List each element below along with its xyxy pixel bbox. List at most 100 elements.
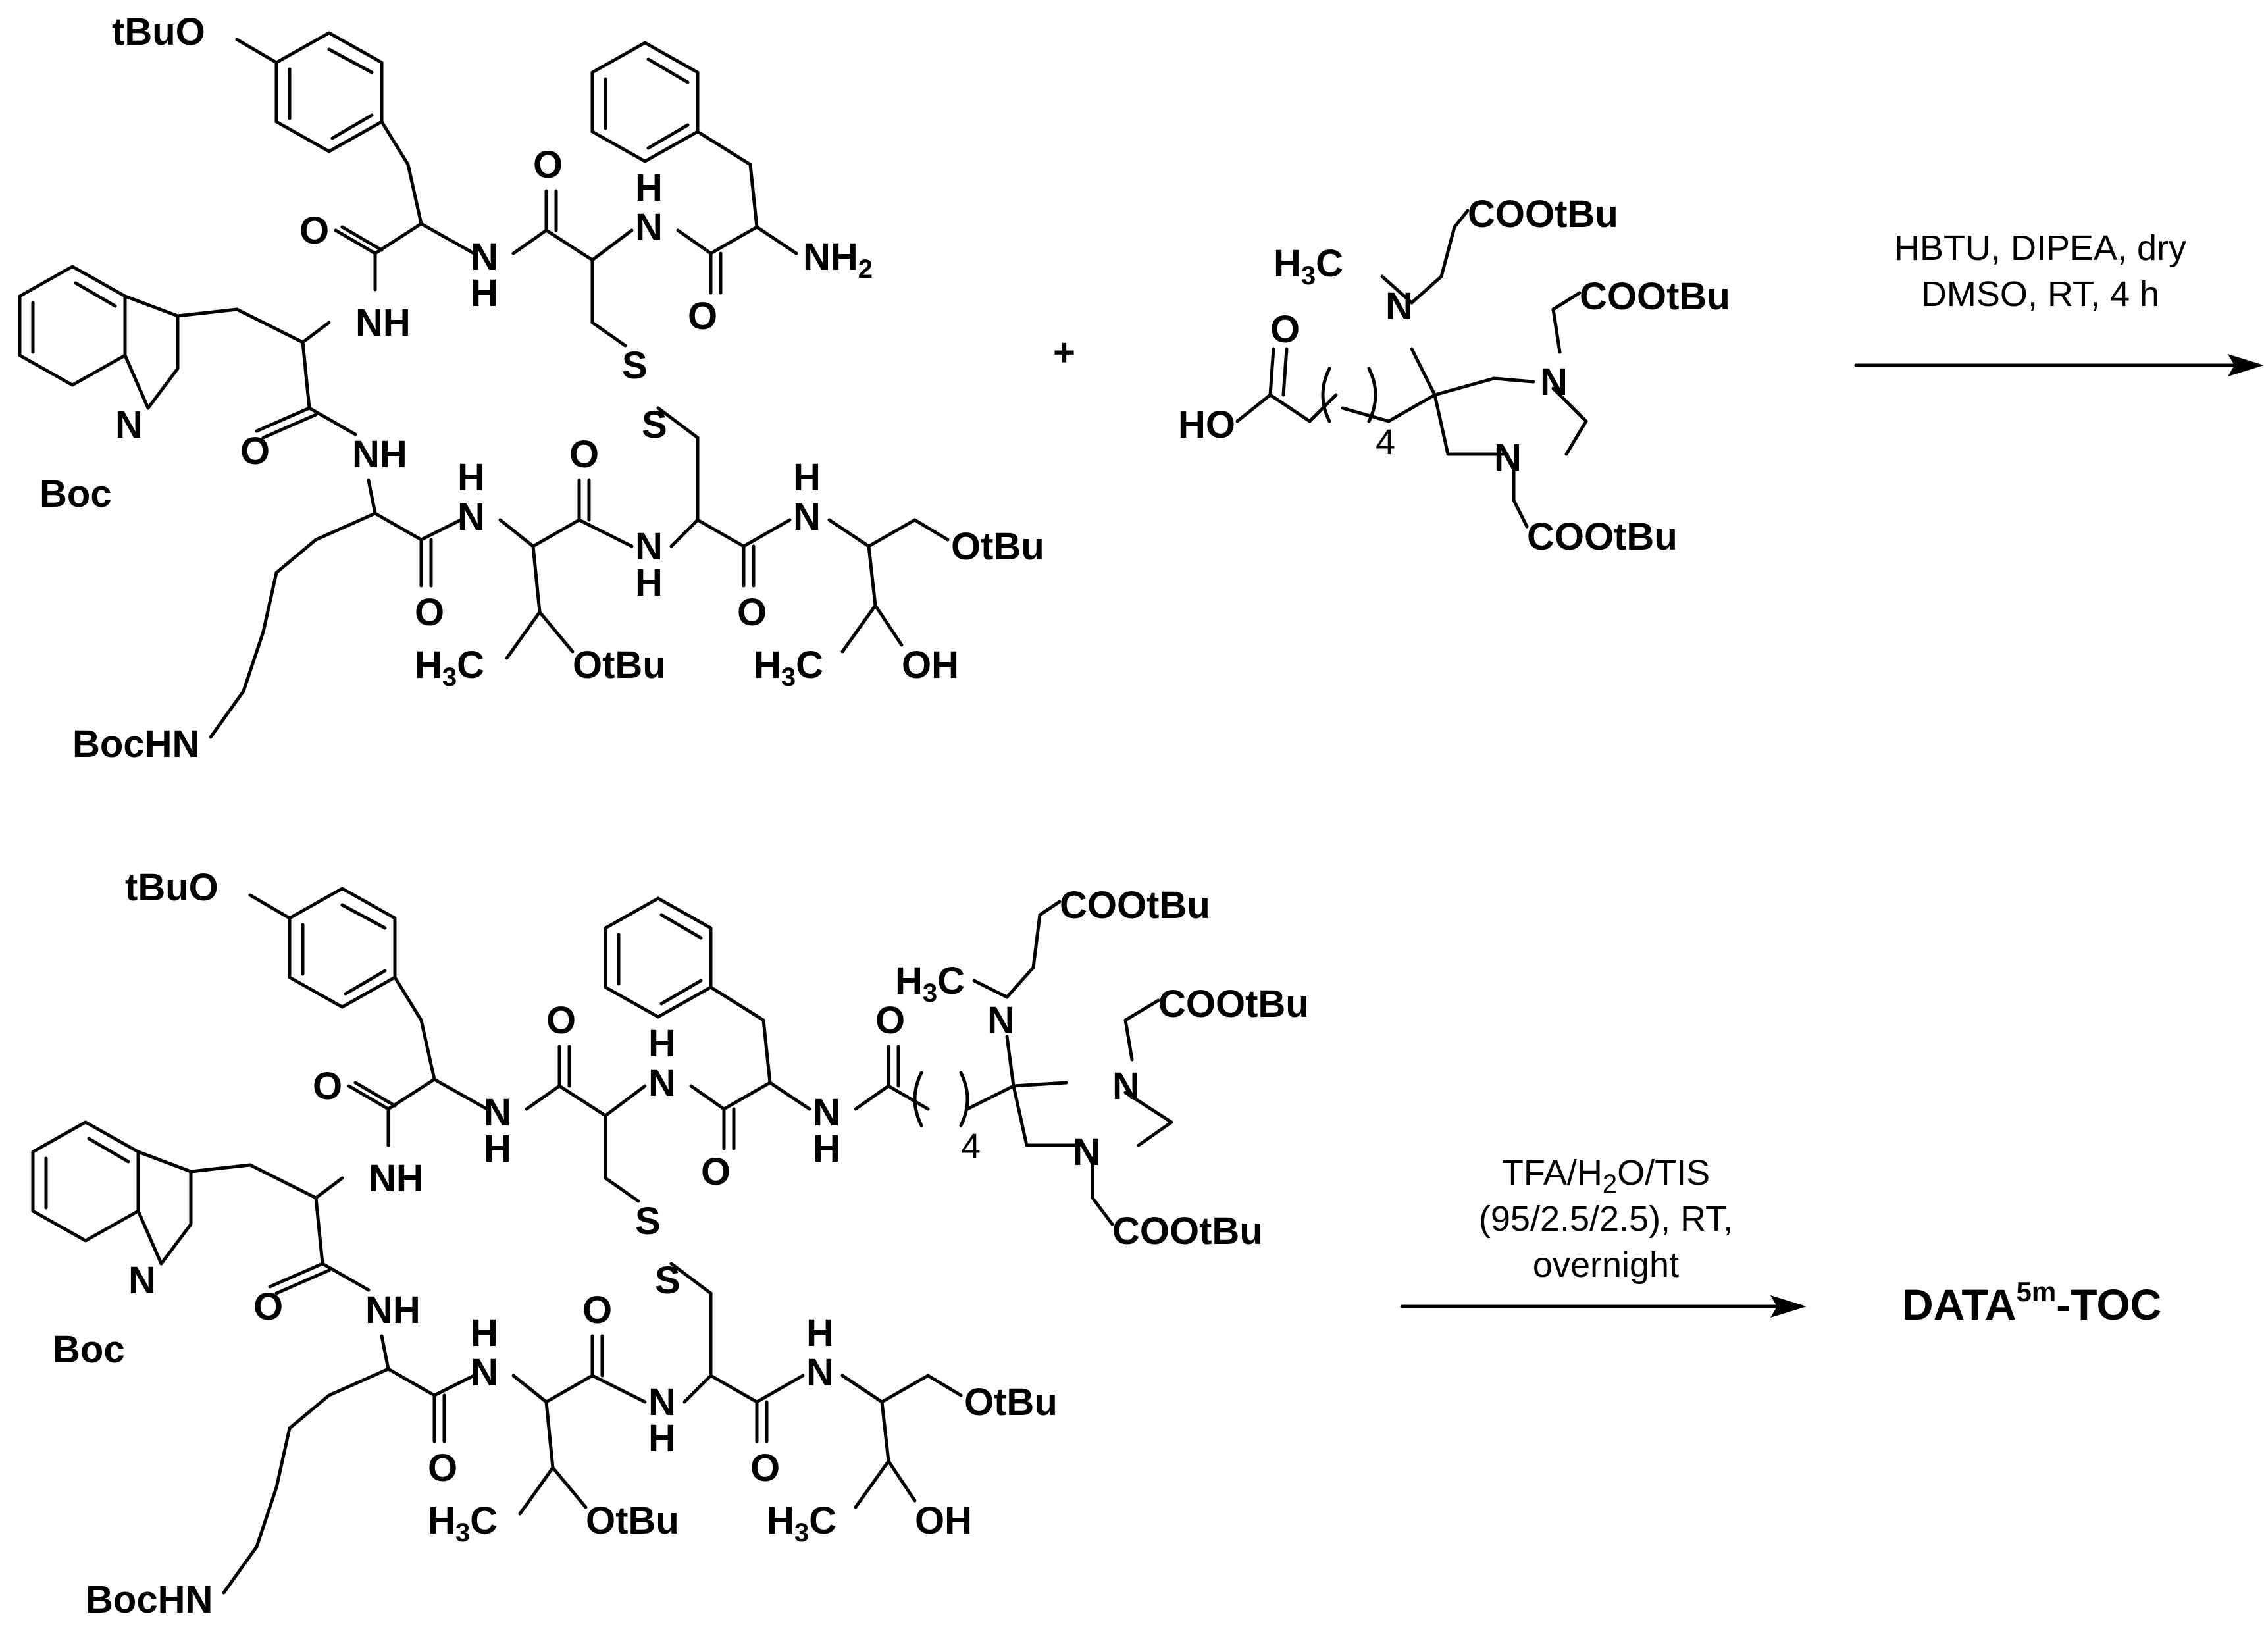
amine-n-label: N xyxy=(987,999,1015,1042)
cootbu-label: COOtBu xyxy=(1112,1210,1263,1252)
oh-label: OH xyxy=(915,1499,972,1542)
indole-pyrrole-ring xyxy=(123,294,180,410)
conditions-2-line-2: (95/2.5/2.5), RT, xyxy=(1479,1199,1733,1239)
plus-sign: + xyxy=(1053,331,1075,374)
reaction-1: HBTU, DIPEA, dry DMSO, RT, 4 h xyxy=(1854,228,2264,376)
nh2-label: NH2 xyxy=(803,236,873,284)
product-name: DATA5m-TOC xyxy=(1902,1276,2161,1329)
indole-pyrrole-ring xyxy=(136,1150,193,1266)
amide-h-label: H xyxy=(648,1022,676,1065)
cootbu-label: COOtBu xyxy=(1060,884,1210,927)
boc-label: Boc xyxy=(53,1328,125,1371)
carbonyl-o-label: O xyxy=(533,143,563,186)
cootbu-label: COOtBu xyxy=(1527,515,1678,558)
tbuo-label: tBuO xyxy=(125,866,219,909)
cootbu-label: COOtBu xyxy=(1580,275,1730,318)
h3c-label: H3C xyxy=(754,644,823,692)
indole-n-label: N xyxy=(128,1259,156,1302)
amide-h-label: H xyxy=(484,1127,511,1170)
h3c-label: H3C xyxy=(1274,242,1343,290)
tbuo-label: tBuO xyxy=(112,11,205,53)
conditions-1-line-1: HBTU, DIPEA, dry xyxy=(1894,228,2186,268)
amide-h-label: H xyxy=(793,456,821,499)
reactant-peptide-labels: tBuO O N H O H N O NH2 S S NH N Boc O NH… xyxy=(39,11,1044,765)
cootbu-label: COOtBu xyxy=(1468,193,1618,236)
h3c-label: H3C xyxy=(767,1499,836,1547)
sulfur-label: S xyxy=(655,1259,681,1302)
amide-n-label: N xyxy=(648,1062,676,1104)
amide-nh-label: NH xyxy=(352,433,407,476)
otbu-label: OtBu xyxy=(964,1381,1058,1424)
amide-h-label: H xyxy=(471,1312,498,1355)
amide-h-label: H xyxy=(635,561,663,604)
carbonyl-o-label: O xyxy=(688,295,717,338)
carbonyl-o-label: O xyxy=(737,591,767,634)
amide-h-label: H xyxy=(806,1312,834,1355)
amide-h-label: H xyxy=(457,456,485,499)
arrowhead-1 xyxy=(2228,354,2264,376)
carbonyl-o-label: O xyxy=(313,1065,342,1108)
amide-nh-label: NH xyxy=(365,1289,421,1331)
chain-count-4: 4 xyxy=(961,1127,981,1166)
reactant-chelator xyxy=(1235,209,1588,529)
amide-h-label: H xyxy=(648,1417,676,1460)
conditions-2-line-3: overnight xyxy=(1533,1245,1679,1285)
phenylalanine-ring xyxy=(604,896,713,1019)
otbu-label: OtBu xyxy=(951,525,1044,568)
reaction-2: TFA/H2O/TIS (95/2.5/2.5), RT, overnight xyxy=(1400,1153,1807,1318)
ring-n-label: N xyxy=(1112,1065,1140,1108)
conditions-2-line-1: TFA/H2O/TIS xyxy=(1502,1153,1710,1199)
carbonyl-o-label: O xyxy=(428,1447,457,1489)
amide-n-label: N xyxy=(471,236,498,278)
amide-n-label: N xyxy=(484,1091,511,1134)
cootbu-label: COOtBu xyxy=(1158,983,1309,1025)
indole-benzene-ring xyxy=(31,1120,140,1243)
amide-n-label: N xyxy=(471,1351,498,1394)
phenylalanine-ring xyxy=(590,41,700,163)
amide-n-label: N xyxy=(648,1381,676,1424)
indole-n-label: N xyxy=(115,403,143,446)
chain-count-4: 4 xyxy=(1376,423,1395,462)
amide-n-label: N xyxy=(813,1091,840,1134)
carbonyl-o-label: O xyxy=(569,433,599,476)
boc-label: Boc xyxy=(39,473,112,515)
amide-n-label: N xyxy=(635,525,663,568)
arrowhead-2 xyxy=(1770,1295,1807,1318)
carbonyl-o-label: O xyxy=(750,1447,780,1489)
amide-h-label: H xyxy=(813,1127,840,1170)
h3c-label: H3C xyxy=(428,1499,498,1547)
amide-n-label: N xyxy=(457,496,485,538)
conditions-1-line-2: DMSO, RT, 4 h xyxy=(1921,274,2159,314)
carbonyl-o-label: O xyxy=(415,591,444,634)
indole-benzene-ring xyxy=(18,265,127,387)
amide-n-label: N xyxy=(806,1351,834,1394)
carbonyl-o-label: O xyxy=(240,430,270,473)
amide-n-label: N xyxy=(793,496,821,538)
ring-n-label: N xyxy=(1494,436,1522,479)
bochn-label: BocHN xyxy=(86,1578,213,1621)
h3c-label: H3C xyxy=(895,960,965,1008)
sulfur-label: S xyxy=(642,403,667,446)
reactant-chelator-labels: O HO 4 H3C N COOtBu N COOtBu N COOtBu xyxy=(1178,193,1730,558)
otbu-label: OtBu xyxy=(573,644,666,686)
carbonyl-o-label: O xyxy=(582,1289,612,1331)
protected-conjugate-labels: tBuO O N H O H N O N H O 4 H3C N COOtBu … xyxy=(53,866,1309,1621)
amine-n-label: N xyxy=(1385,285,1413,328)
ring-n-label: N xyxy=(1540,361,1568,403)
sulfur-label: S xyxy=(622,344,648,387)
amide-nh-label: NH xyxy=(355,301,411,344)
reactant-peptide xyxy=(18,31,950,739)
amide-h-label: H xyxy=(635,167,663,209)
ho-label: HO xyxy=(1178,403,1235,446)
carbonyl-o-label: O xyxy=(875,999,905,1042)
ring-n-label: N xyxy=(1073,1131,1100,1174)
carbonyl-o-label: O xyxy=(299,209,329,252)
acid-o-label: O xyxy=(1270,308,1300,351)
carbonyl-o-label: O xyxy=(546,999,576,1042)
protected-conjugate xyxy=(31,887,1173,1595)
h3c-label: H3C xyxy=(415,644,484,692)
amide-nh-label: NH xyxy=(369,1157,424,1200)
bochn-label: BocHN xyxy=(72,723,199,765)
carbonyl-o-label: O xyxy=(253,1285,283,1328)
